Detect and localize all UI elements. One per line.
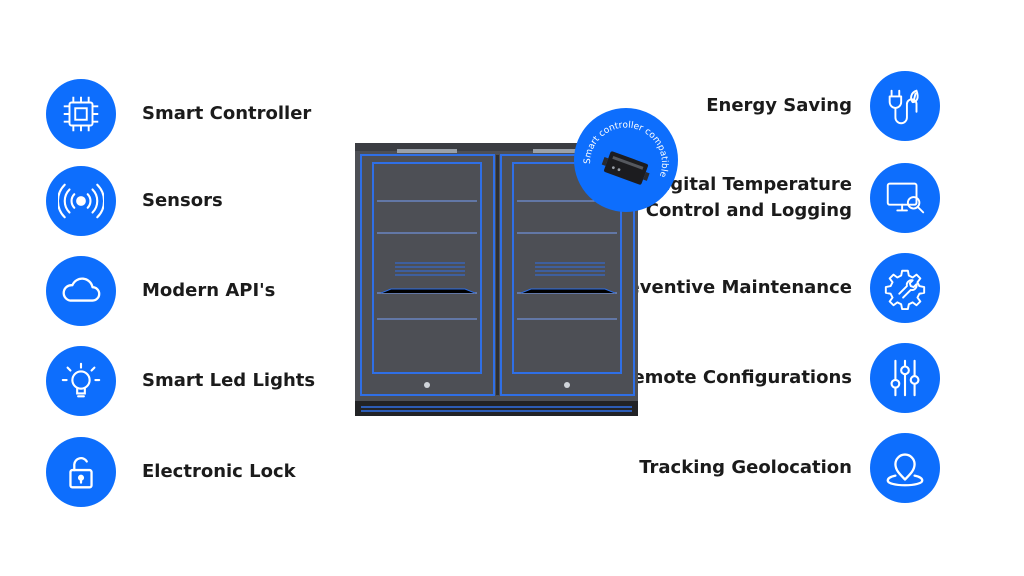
plug-leaf-icon <box>870 71 940 141</box>
location-pin-icon <box>870 433 940 503</box>
feature-label-line1: Digital Temperature <box>649 174 852 195</box>
gear-wrench-icon <box>870 253 940 323</box>
feature-modern-apis: Modern API's <box>46 256 275 326</box>
feature-electronic-lock: Electronic Lock <box>46 437 296 507</box>
feature-label: Sensors <box>142 190 223 211</box>
cloud-icon <box>46 256 116 326</box>
feature-remote-configurations: Remote Configurations <box>619 343 940 413</box>
feature-label: Smart Controller <box>142 103 312 124</box>
feature-label: Preventive Maintenance <box>605 277 852 298</box>
monitor-search-icon <box>870 163 940 233</box>
feature-tracking-geolocation: Tracking Geolocation <box>639 433 940 503</box>
feature-label-line2: Control and Logging <box>645 200 852 221</box>
feature-label: Electronic Lock <box>142 461 296 482</box>
feature-label: Energy Saving <box>706 95 852 116</box>
feature-sensors: Sensors <box>46 166 223 236</box>
feature-smart-led-lights: Smart Led Lights <box>46 346 315 416</box>
feature-energy-saving: Energy Saving <box>706 71 940 141</box>
circuit-board-icon <box>46 79 116 149</box>
feature-label: Remote Configurations <box>618 367 852 388</box>
lightbulb-icon <box>46 346 116 416</box>
controller-device-icon: Smart controller compatible <box>583 120 669 185</box>
feature-label: Modern API's <box>142 280 276 301</box>
feature-label: Tracking Geolocation <box>639 457 852 478</box>
feature-smart-controller: Smart Controller <box>46 79 311 149</box>
feature-label: Digital Temperature Control and Logging <box>646 172 852 224</box>
sliders-icon <box>870 343 940 413</box>
padlock-open-icon <box>46 437 116 507</box>
feature-preventive-maintenance: Preventive Maintenance <box>605 253 940 323</box>
feature-digital-temperature: Digital Temperature Control and Logging <box>646 163 940 233</box>
feature-label: Smart Led Lights <box>142 370 316 391</box>
smart-controller-badge: Smart controller compatible <box>574 108 678 212</box>
wireless-sensor-icon <box>46 166 116 236</box>
